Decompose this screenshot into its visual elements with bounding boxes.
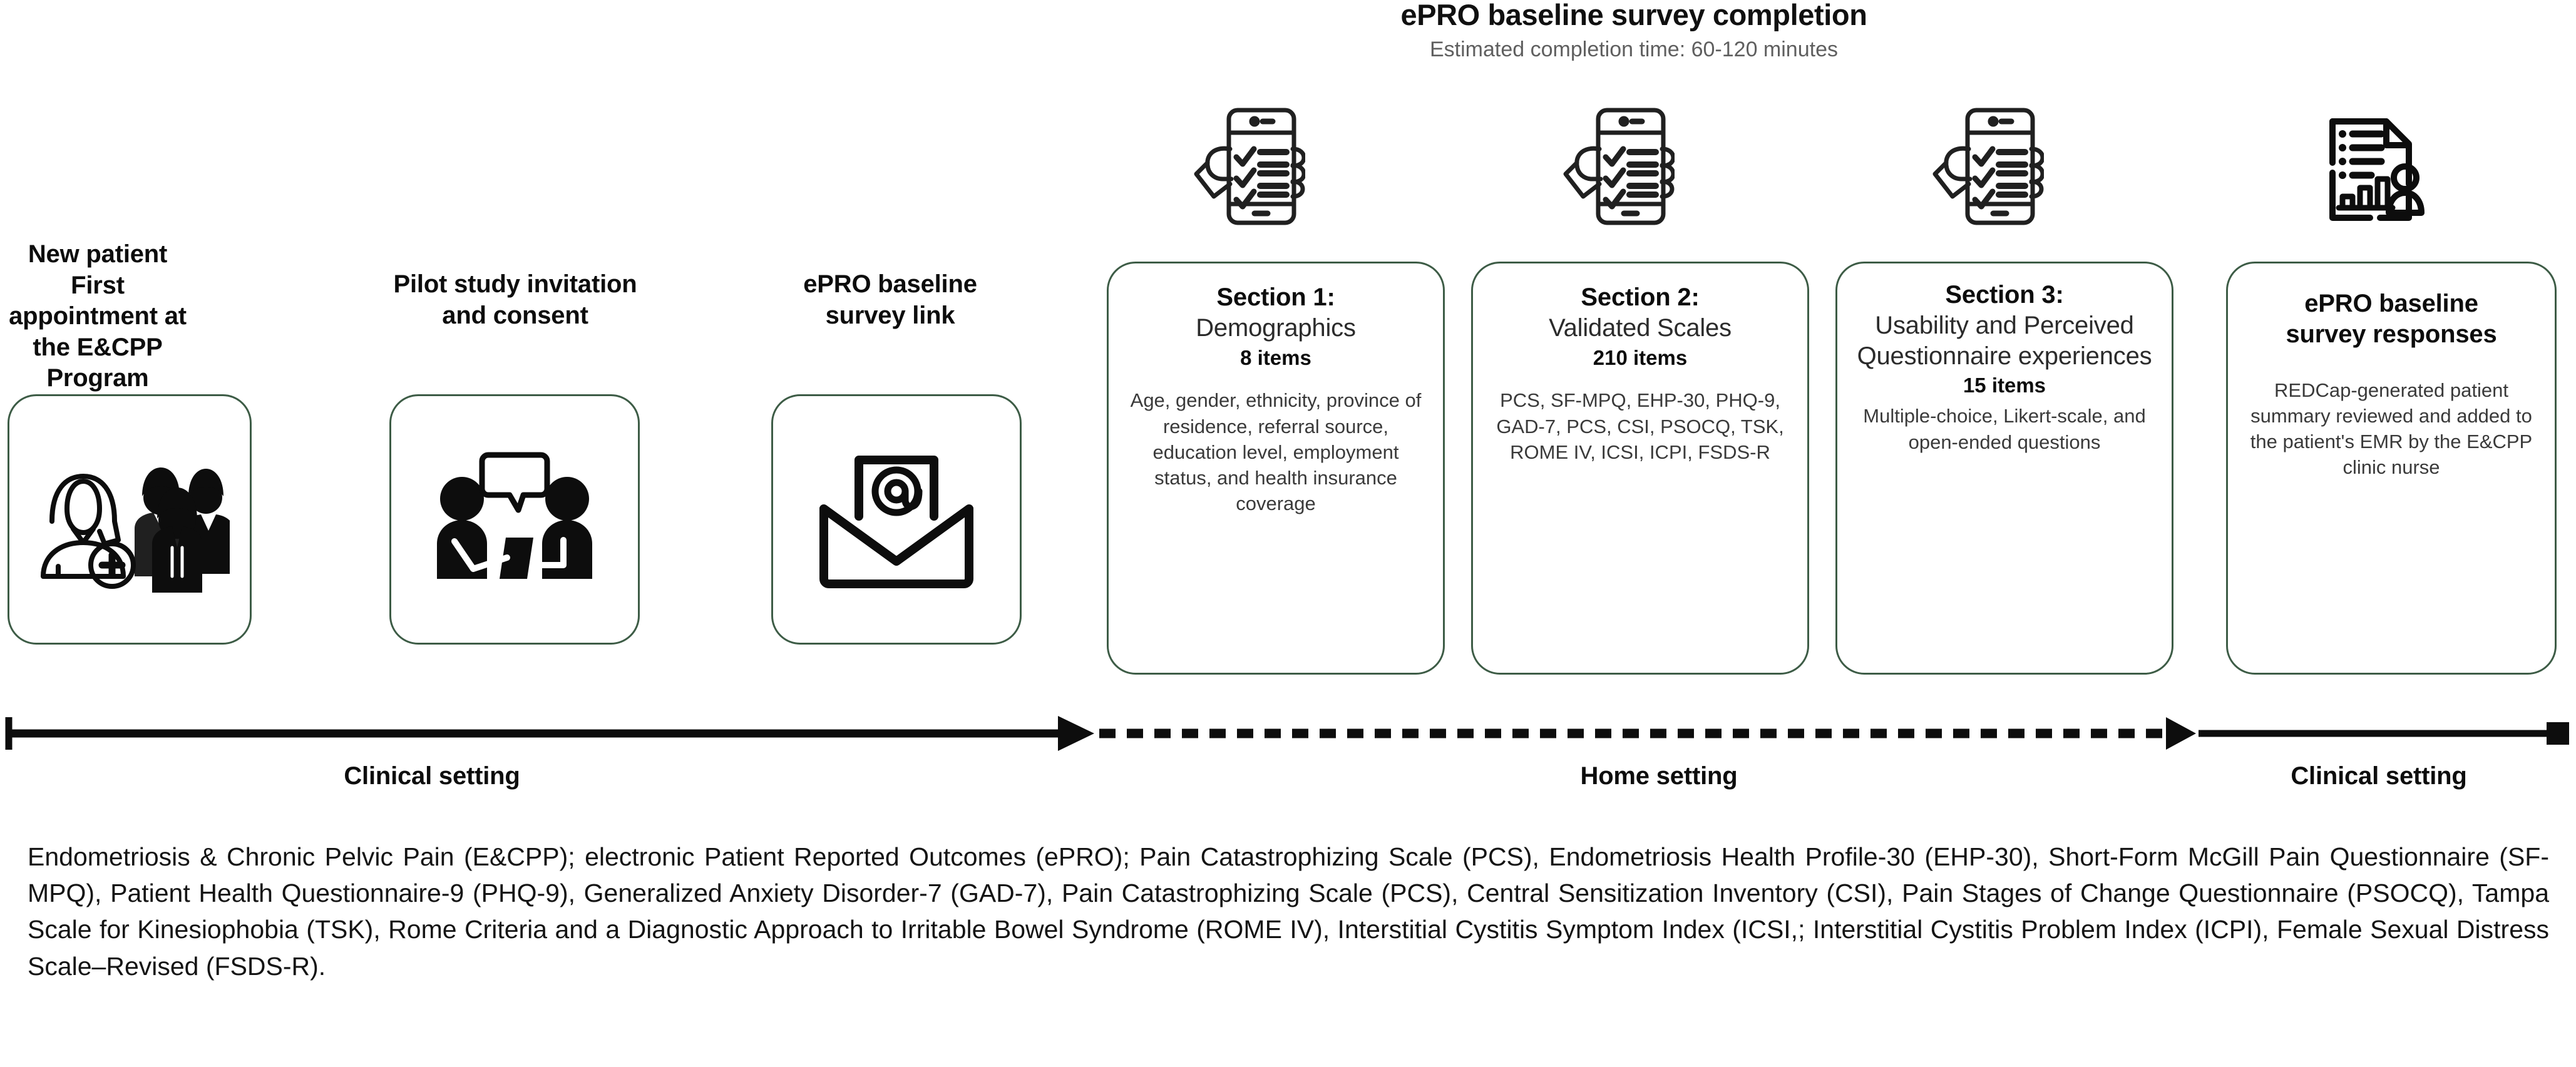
hand-holding-phone-checklist-icon <box>1193 105 1305 230</box>
report-document-chart-person-icon <box>2316 110 2435 229</box>
hand-holding-phone-checklist-icon <box>1562 105 1675 230</box>
timeline: Clinical setting Home setting Clinical s… <box>0 707 2576 820</box>
output-card-title: ePRO baseline survey responses <box>2286 290 2497 348</box>
timeline-arrows <box>5 716 2569 751</box>
consultation-speech-bubble-icon <box>391 396 638 643</box>
timeline-label-clinical-setting-right: Clinical setting <box>2291 762 2467 790</box>
section-2-body: PCS, SF-MPQ, EHP-30, PHQ-9, GAD-7, PCS, … <box>1496 389 1784 463</box>
section-2-count: 210 items <box>1593 345 1688 369</box>
section-2-head: Section 2: <box>1581 283 1700 311</box>
section-3-name: Usability and Perceived Questionnaire ex… <box>1857 311 2152 370</box>
section-1-head: Section 1: <box>1216 283 1335 311</box>
figure-caption: Endometriosis & Chronic Pelvic Pain (E&C… <box>28 842 2549 981</box>
output-card-survey-responses[interactable]: ePRO baseline survey responses REDCap-ge… <box>2226 262 2557 675</box>
section-3-count: 15 items <box>1963 374 2046 397</box>
hand-holding-phone-checklist-icon <box>1931 105 2044 230</box>
section-card-1[interactable]: Section 1: Demographics 8 items Age, gen… <box>1107 262 1445 675</box>
cards-row: New patient First appointment at the E&C… <box>8 240 2557 675</box>
stage-card-survey-link[interactable] <box>771 394 1022 645</box>
stage-card-new-patient[interactable] <box>8 394 252 645</box>
section-card-2[interactable]: Section 2: Validated Scales 210 items PC… <box>1471 262 1809 675</box>
section-1-count: 8 items <box>1240 345 1311 369</box>
section-3-body: Multiple-choice, Likert-scale, and open-… <box>1863 405 2146 453</box>
section-3-head: Section 3: <box>1945 281 2064 309</box>
stage-title-pilot-consent: Pilot study invitation and consent <box>393 270 637 329</box>
stage-title-survey-link: ePRO baseline survey link <box>803 270 977 329</box>
patient-and-care-team-icon <box>9 396 250 643</box>
timeline-label-clinical-setting-left: Clinical setting <box>344 762 520 790</box>
section-1-name: Demographics <box>1196 314 1356 342</box>
survey-header: ePRO baseline survey completion Estimate… <box>1302 0 1966 63</box>
stage-title-new-patient: New patient First appointment at the E&C… <box>9 240 187 392</box>
email-envelope-at-icon <box>773 396 1020 643</box>
timeline-label-home-setting: Home setting <box>1580 762 1738 790</box>
survey-header-subtitle: Estimated completion time: 60-120 minute… <box>1430 38 1838 62</box>
section-card-3[interactable]: Section 3: Usability and Perceived Quest… <box>1835 262 2173 675</box>
section-2-name: Validated Scales <box>1549 314 1732 342</box>
output-card-body: REDCap-generated patient summary reviewe… <box>2250 379 2533 479</box>
stage-card-pilot-consent[interactable] <box>389 394 640 645</box>
section-1-body: Age, gender, ethnicity, province of resi… <box>1130 389 1422 515</box>
survey-header-title: ePRO baseline survey completion <box>1400 0 1867 31</box>
